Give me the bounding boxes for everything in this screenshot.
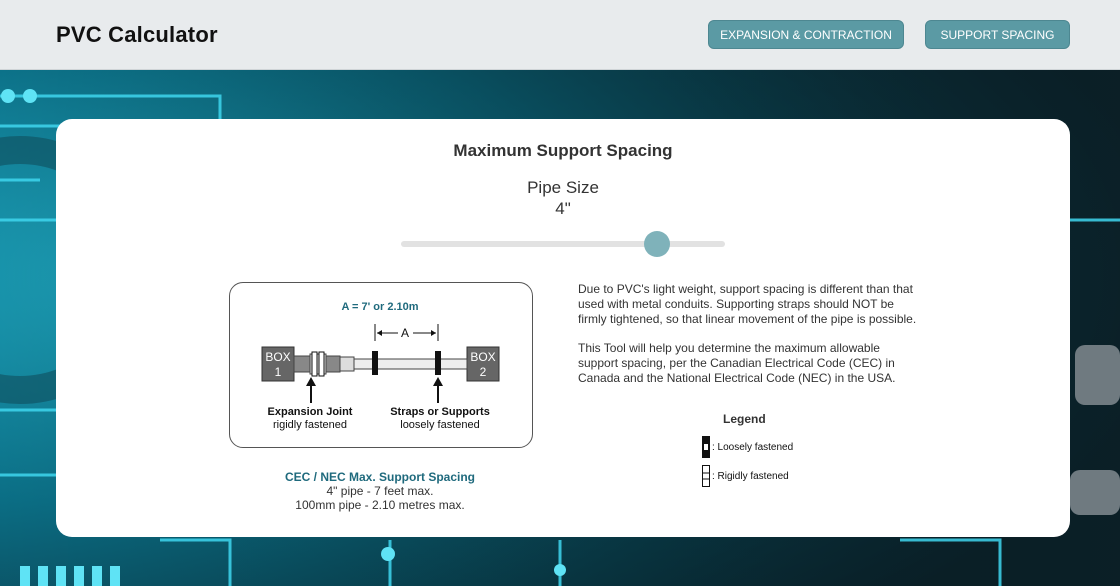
rigid-fastener-icon xyxy=(318,351,325,377)
caption-line-pipe-metres: 100mm pipe - 2.10 metres max. xyxy=(295,498,465,512)
description: Due to PVC's light weight, support spaci… xyxy=(578,282,918,400)
box-1-label-bottom: 1 xyxy=(275,365,282,379)
legend-item-rigid: : Rigidly fastened xyxy=(702,465,789,487)
dimension-arrow-left-icon xyxy=(377,330,382,336)
loose-fastener-icon xyxy=(372,351,378,375)
description-paragraph-2: This Tool will help you determine the ma… xyxy=(578,341,896,385)
loose-fastener-icon xyxy=(702,436,710,458)
pipe-size-label: Pipe Size xyxy=(527,178,599,197)
box-2-label-top: BOX xyxy=(470,350,495,364)
support-spacing-button[interactable]: SUPPORT SPACING xyxy=(925,20,1070,49)
pipe-size-slider-thumb[interactable] xyxy=(643,231,670,257)
pipe-segment xyxy=(339,356,355,372)
description-paragraph-1: Due to PVC's light weight, support spaci… xyxy=(578,282,917,326)
caption-line-pipe-feet: 4" pipe - 7 feet max. xyxy=(326,484,434,498)
expansion-joint-sublabel: rigidly fastened xyxy=(273,419,347,431)
legend-title: Legend xyxy=(723,412,766,426)
loose-fastener-icon xyxy=(435,351,441,375)
straps-supports-label: Straps or Supports xyxy=(390,406,490,418)
diagram-measure-label: A = 7' or 2.10m xyxy=(341,301,418,313)
card-title: Maximum Support Spacing xyxy=(453,141,673,160)
pipe-body xyxy=(353,358,468,370)
box-1 xyxy=(261,346,295,382)
rigid-fastener-icon xyxy=(311,351,318,377)
arrow-up-icon xyxy=(433,377,443,386)
box-2 xyxy=(466,346,500,382)
arrow-up-icon xyxy=(306,377,316,386)
top-bar: PVC Calculator EXPANSION & CONTRACTION S… xyxy=(0,0,1120,70)
spacing-caption: CEC / NEC Max. Support Spacing 4" pipe -… xyxy=(229,470,531,512)
pipe-size-value: 4" xyxy=(555,199,571,218)
expansion-contraction-button[interactable]: EXPANSION & CONTRACTION xyxy=(708,20,904,49)
diagram-graphic: A = 7' or 2.10m A BOX 1 BOX 2 xyxy=(261,301,500,431)
rigid-fastener-icon xyxy=(702,465,710,487)
support-spacing-card: Maximum Support Spacing Pipe Size 4" A =… xyxy=(56,119,1070,537)
legend-item-loose: : Loosely fastened xyxy=(702,436,793,458)
dimension-arrow-right-icon xyxy=(431,330,436,336)
expansion-joint-label: Expansion Joint xyxy=(268,406,353,418)
dimension-a-marker: A xyxy=(401,326,409,340)
box-2-label-bottom: 2 xyxy=(480,365,487,379)
legend-label-loose: : Loosely fastened xyxy=(712,441,794,453)
pipe-coupling-mid xyxy=(325,355,341,373)
support-spacing-diagram: A = 7' or 2.10m A BOX 1 BOX 2 xyxy=(229,282,533,448)
caption-heading: CEC / NEC Max. Support Spacing xyxy=(284,470,476,484)
pipe-coupling-left xyxy=(293,355,311,373)
app-title: PVC Calculator xyxy=(56,22,218,47)
box-1-label-top: BOX xyxy=(265,350,290,364)
legend-label-rigid: : Rigidly fastened xyxy=(712,470,789,482)
pipe-size-slider-track[interactable] xyxy=(401,241,725,247)
straps-supports-sublabel: loosely fastened xyxy=(400,419,480,431)
